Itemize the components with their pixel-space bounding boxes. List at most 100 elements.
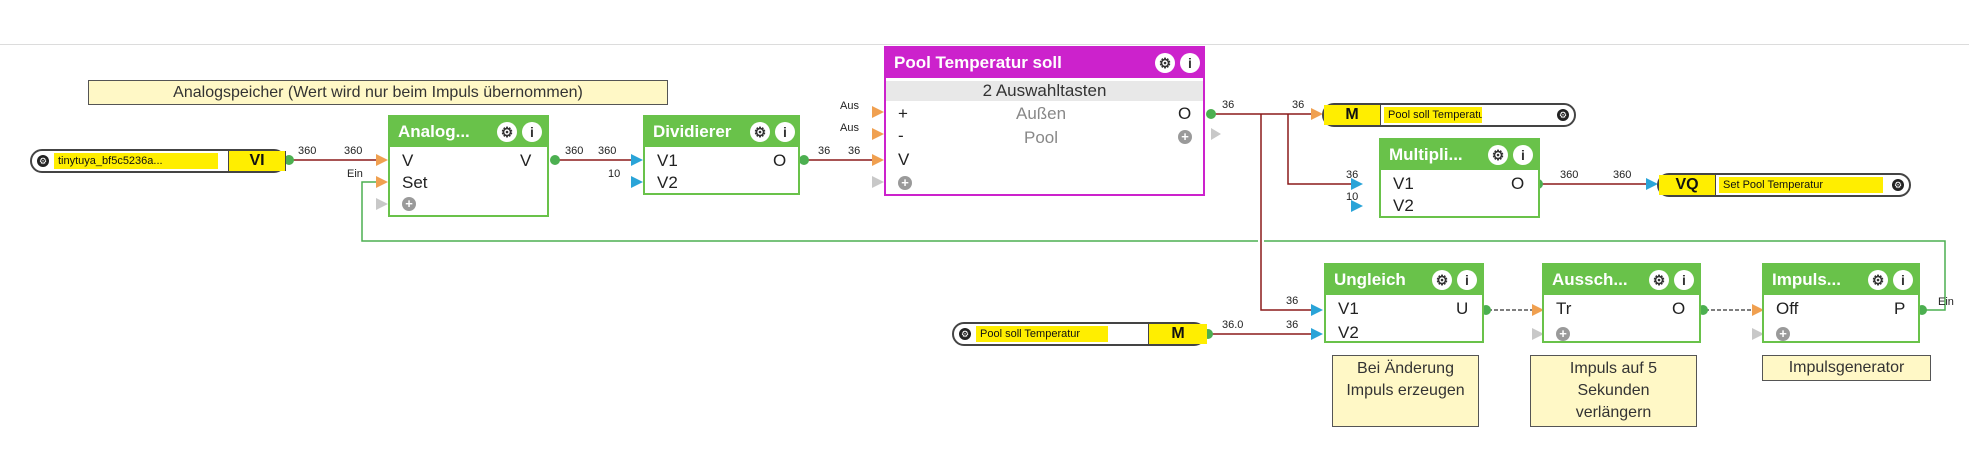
note-ungleich: Bei Änderung Impuls erzeugen [1332, 355, 1479, 427]
wire-label-ein: Ein [347, 168, 363, 180]
pin-in-v1[interactable]: V1 [1393, 174, 1414, 193]
wire-value: 36 [1286, 295, 1299, 307]
wire-value: 36 [1346, 169, 1359, 181]
connector-m-pool-soll-in[interactable]: ⚙ Pool soll Temperatur M [952, 322, 1207, 346]
block-header: Ungleich ⚙ i [1326, 265, 1482, 295]
wire-value: 360 [565, 145, 584, 157]
connector-vi-tinytuya[interactable]: ⚙ tinytuya_bf5c5236a... VI [30, 149, 286, 173]
block-header: Pool Temperatur soll ⚙ i [886, 48, 1203, 78]
pin-in-minus[interactable]: - [898, 126, 904, 145]
wire-feedback-ein [361, 181, 1946, 311]
wire-value: 10 [608, 168, 621, 180]
block-header: Analog... ⚙ i [390, 117, 547, 147]
pin-in-v2[interactable]: V2 [657, 173, 678, 192]
connector-tag: VI [228, 151, 286, 171]
gear-icon[interactable]: ⚙ [497, 122, 517, 142]
add-input-icon[interactable]: + [402, 197, 416, 211]
block-multiplikation[interactable]: Multipli... ⚙ i V1 V2 O [1379, 138, 1540, 218]
connector-name: Pool soll Temperatur [1384, 107, 1482, 123]
gear-icon[interactable]: ⚙ [1432, 270, 1452, 290]
wire-value: 360 [298, 145, 317, 157]
wire-value: 10 [1346, 191, 1359, 203]
wire-label-aus: Aus [840, 122, 859, 134]
block-header: Impuls... ⚙ i [1764, 265, 1918, 295]
pin-out-o[interactable]: O [1672, 299, 1686, 318]
pin-in-v[interactable]: V [898, 150, 910, 169]
gear-icon[interactable]: ⚙ [37, 155, 49, 167]
pin-in-plus[interactable]: + [898, 104, 908, 123]
info-icon[interactable]: i [1674, 270, 1694, 290]
block-analogspeicher[interactable]: Analog... ⚙ i V Set + V [388, 115, 549, 217]
info-icon[interactable]: i [1893, 270, 1913, 290]
pin-in-v2[interactable]: V2 [1393, 196, 1414, 215]
pin-out-o[interactable]: O [1511, 174, 1525, 193]
gear-icon[interactable]: ⚙ [750, 122, 770, 142]
connector-tag: M [1148, 324, 1207, 344]
wire-value: 360 [344, 145, 363, 157]
pin-in-set[interactable]: Set [402, 173, 428, 192]
pin-in-tr[interactable]: Tr [1556, 299, 1572, 318]
wire-value: 36.0 [1222, 319, 1244, 331]
connector-name: Set Pool Temperatur [1719, 177, 1883, 193]
connector-name: tinytuya_bf5c5236a... [54, 153, 218, 169]
note-ausschaltverzoegerung: Impuls auf 5 Sekunden verlängern [1530, 355, 1697, 427]
pin-in-v1[interactable]: V1 [657, 151, 678, 170]
block-dividierer[interactable]: Dividierer ⚙ i V1 V2 O [643, 115, 800, 195]
wire-pool-to-ungleich [1260, 114, 1320, 311]
wire-value: 360 [1560, 169, 1579, 181]
wire-value: 36 [1222, 99, 1235, 111]
pin-in-v2[interactable]: V2 [1338, 323, 1359, 342]
pin-out-o[interactable]: O [1178, 104, 1192, 123]
note-analogspeicher: Analogspeicher (Wert wird nur beim Impul… [88, 80, 668, 105]
block-header: Aussch... ⚙ i [1544, 265, 1699, 295]
info-icon[interactable]: i [775, 122, 795, 142]
connector-tag: M [1324, 105, 1381, 125]
connector-tag: VQ [1659, 175, 1716, 195]
label-pool: Pool [1024, 128, 1059, 147]
pin-out-o[interactable]: O [773, 151, 787, 170]
block-header: Dividierer ⚙ i [645, 117, 798, 147]
gear-icon[interactable]: ⚙ [1868, 270, 1888, 290]
block-ausschaltverzoegerung[interactable]: Aussch... ⚙ i Tr + O [1542, 263, 1701, 343]
connector-m-pool-soll-out[interactable]: M Pool soll Temperatur ⚙ [1322, 103, 1576, 127]
wire-pool-to-mul [1287, 114, 1360, 185]
gear-icon[interactable]: ⚙ [959, 328, 971, 340]
gear-icon[interactable]: ⚙ [1488, 145, 1508, 165]
wire-value: 36 [818, 145, 831, 157]
wire-value: 360 [1613, 169, 1632, 181]
connector-vq-set-pool[interactable]: VQ Set Pool Temperatur ⚙ [1657, 173, 1911, 197]
wire-value: 36 [1286, 319, 1299, 331]
info-icon[interactable]: i [1513, 145, 1533, 165]
add-input-icon[interactable]: + [898, 176, 912, 190]
pin-dot [284, 155, 294, 165]
pin-in-v[interactable]: V [402, 151, 414, 170]
pin-in-v1[interactable]: V1 [1338, 299, 1359, 318]
block-ungleich[interactable]: Ungleich ⚙ i V1 V2 U [1324, 263, 1484, 343]
pin-out-p[interactable]: P [1894, 299, 1906, 318]
gear-icon[interactable]: ⚙ [1155, 53, 1175, 73]
connector-name: Pool soll Temperatur [976, 326, 1108, 342]
wire-value: 36 [1292, 99, 1305, 111]
gear-icon[interactable]: ⚙ [1557, 109, 1569, 121]
info-icon[interactable]: i [1457, 270, 1477, 290]
info-icon[interactable]: i [1180, 53, 1200, 73]
gear-icon[interactable]: ⚙ [1649, 270, 1669, 290]
pin-out-u[interactable]: U [1456, 299, 1469, 318]
wire-label-ein: Ein [1938, 296, 1954, 308]
info-icon[interactable]: i [522, 122, 542, 142]
note-impulsgenerator: Impulsgenerator [1762, 355, 1931, 381]
gear-icon[interactable]: ⚙ [1892, 179, 1904, 191]
block-subtitle: 2 Auswahltasten [886, 81, 1203, 101]
pin-out-v[interactable]: V [520, 151, 532, 170]
block-pool-temperatur-soll[interactable]: Pool Temperatur soll ⚙ i 2 Auswahltasten… [884, 46, 1205, 196]
label-aussen: Außen [1016, 104, 1067, 123]
add-input-icon[interactable]: + [1556, 327, 1570, 341]
add-output-icon[interactable]: + [1178, 130, 1192, 144]
block-header: Multipli... ⚙ i [1381, 140, 1538, 170]
wire-label-aus: Aus [840, 100, 859, 112]
block-impulsgenerator[interactable]: Impuls... ⚙ i Off + P [1762, 263, 1920, 343]
wire-value: 36 [848, 145, 861, 157]
pin-in-off[interactable]: Off [1776, 299, 1799, 318]
add-input-icon[interactable]: + [1776, 327, 1790, 341]
